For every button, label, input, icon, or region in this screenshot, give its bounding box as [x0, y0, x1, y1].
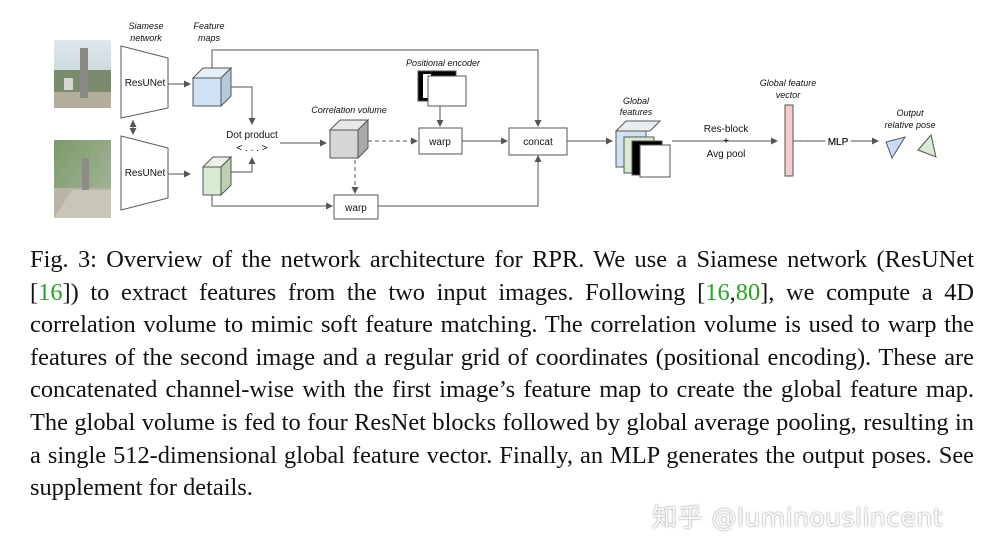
mlp-label-bg: MLP [828, 137, 849, 148]
resblock-label-3: Avg pool [707, 149, 746, 160]
global-vector-label-1: Global feature [760, 78, 817, 88]
mlp-label: MLP [828, 137, 849, 148]
output-pose-right [917, 133, 937, 158]
resunet-top-block [120, 45, 169, 119]
positional-encoder-image [417, 70, 467, 107]
caption-text-4: ], we compute a 4D correlation volume to… [30, 278, 974, 502]
output-pose-label-1: Output [896, 108, 924, 118]
concat-label: concat [523, 137, 553, 148]
output-pose-left [885, 136, 907, 160]
output-pose-label-2: relative pose [884, 120, 935, 130]
positional-encoder-label: Positional encoder [406, 58, 481, 68]
architecture-diagram: Siamese network Feature maps ResUNet Res… [54, 21, 937, 220]
feature-map-top-cube [191, 66, 233, 108]
feature-maps-label-1: Feature [193, 21, 224, 31]
caption-text-2: ]) to extract features from the two inpu… [62, 278, 706, 306]
citation-16[interactable]: 16 [38, 278, 63, 306]
caption-text-1: Fig. 3: Overview of the network architec… [30, 246, 974, 306]
resblock-label-2: + [723, 136, 729, 147]
warp-bottom-block [333, 194, 379, 220]
watermark: 知乎 @luminouslincent [652, 503, 944, 532]
figure-caption: Fig. 3: Overview of the network architec… [30, 244, 974, 505]
input-image-bottom [54, 140, 111, 218]
warp-top-block [418, 127, 463, 155]
warp-bottom-label: warp [344, 203, 367, 214]
dot-product-label: Dot product [226, 130, 278, 141]
citation-16-second[interactable]: 16 [705, 278, 730, 306]
correlation-volume-label: Correlation volume [311, 105, 387, 115]
global-feature-vector [784, 104, 794, 177]
caption-text-3: , [729, 278, 736, 306]
global-features-label-1: Global [623, 96, 650, 106]
dot-product-operator: < . . . > [236, 143, 267, 154]
siamese-label-2: network [130, 33, 162, 43]
feature-map-bottom-cube [201, 155, 233, 197]
global-features-stack [614, 120, 671, 178]
input-image-top [54, 40, 111, 108]
feature-maps-label-2: maps [198, 33, 221, 43]
correlation-volume-cube [328, 118, 370, 160]
citation-80[interactable]: 80 [735, 278, 761, 306]
resblock-label-1: Res-block [704, 124, 749, 135]
resunet-top-label: ResUNet [125, 78, 166, 89]
siamese-label-1: Siamese [128, 21, 163, 31]
global-features-label-2: features [620, 107, 653, 117]
warp-top-label: warp [428, 137, 451, 148]
resunet-bottom-label: ResUNet [125, 168, 166, 179]
resunet-bottom-block [120, 135, 169, 211]
global-vector-label-2: vector [776, 90, 802, 100]
